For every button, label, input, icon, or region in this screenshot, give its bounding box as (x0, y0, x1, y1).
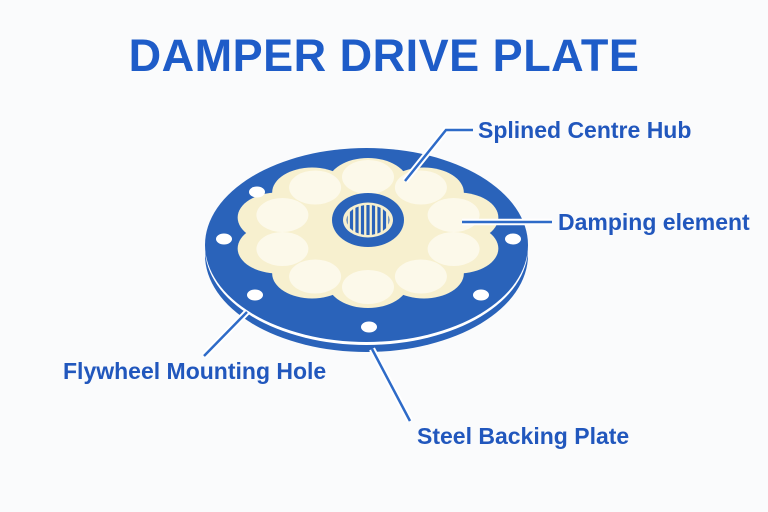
hub-spline-tooth (366, 205, 370, 235)
hub-splines (346, 205, 390, 235)
mounting-holes (216, 186, 521, 333)
page-title: DAMPER DRIVE PLATE (128, 30, 640, 81)
mounting-hole (473, 289, 489, 301)
mounting-hole (249, 186, 265, 198)
hub-spline-tooth (382, 205, 387, 235)
hub-spline-tooth (388, 205, 390, 235)
damper-circle (289, 170, 342, 205)
damper-circle (289, 259, 342, 294)
hub-spline-tooth (355, 205, 359, 235)
damper-circle (427, 198, 480, 233)
damper-circle (394, 259, 447, 294)
label-splined-centre-hub: Splined Centre Hub (478, 117, 692, 143)
hub-spline-tooth (360, 205, 365, 235)
splined-hub (332, 193, 404, 247)
damper-circle (427, 231, 480, 266)
damper-circle (256, 198, 309, 233)
mounting-hole (505, 233, 521, 245)
damper-circle (342, 270, 394, 304)
damper-circle (256, 231, 309, 266)
hub-spline-tooth (377, 205, 381, 235)
damper-circle (394, 170, 447, 205)
leader-splined-hub (404, 128, 473, 182)
damping-elements (256, 160, 480, 304)
hub-spline-tooth (346, 205, 348, 235)
mounting-hole (361, 321, 377, 333)
mounting-hole (216, 233, 232, 245)
mounting-hole (247, 289, 263, 301)
label-steel-backing-plate: Steel Backing Plate (417, 423, 630, 449)
leader-backing-plate (370, 348, 412, 422)
label-flywheel-mounting-hole: Flywheel Mounting Hole (63, 358, 327, 384)
hub-spline-tooth (371, 205, 376, 235)
damper-circle (342, 160, 394, 194)
leader-lines (201, 126, 552, 423)
label-damping-element: Damping element (558, 209, 750, 235)
hub-spline-tooth (349, 205, 354, 235)
leader-mounting-hole (203, 311, 248, 357)
